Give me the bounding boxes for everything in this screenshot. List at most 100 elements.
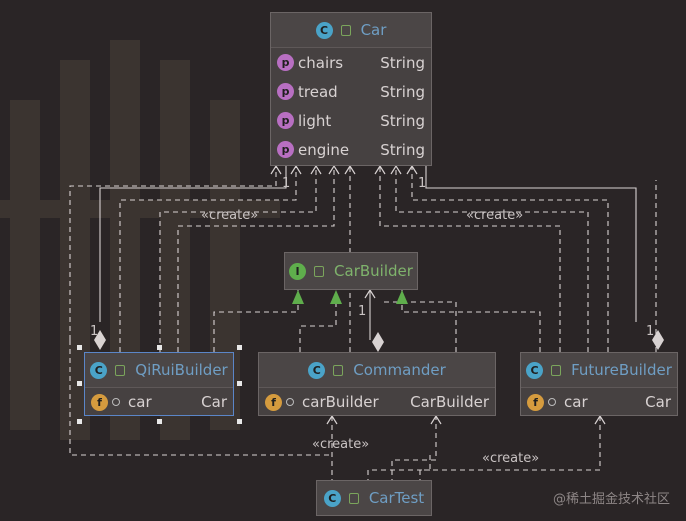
field-name: light xyxy=(298,111,332,130)
field-type: String xyxy=(380,53,425,72)
multiplicity-label: 1 xyxy=(418,176,427,191)
class-header: C QiRuiBuilder xyxy=(85,353,233,388)
field-icon: f xyxy=(265,393,282,411)
field-row: f car Car xyxy=(521,388,677,416)
arrowhead xyxy=(290,164,302,175)
realize-future xyxy=(401,290,541,352)
lock-icon xyxy=(333,364,344,376)
property-icon: p xyxy=(277,141,294,158)
interface-icon: I xyxy=(289,262,307,280)
arrowhead xyxy=(310,164,322,175)
selection-handle[interactable] xyxy=(237,381,242,386)
field-name: car xyxy=(128,393,152,411)
arrowhead xyxy=(328,164,340,175)
class-title: Commander xyxy=(353,361,446,379)
class-cartest[interactable]: C CarTest xyxy=(316,480,432,516)
class-title: CarTest xyxy=(368,489,425,507)
interface-header: I CarBuilder xyxy=(285,253,417,289)
class-header: C FutureBuilder xyxy=(521,353,677,388)
aggregation-diamond xyxy=(372,332,384,352)
class-title: Car xyxy=(360,21,387,39)
selection-handle[interactable] xyxy=(77,345,82,350)
dep-cartest-commander-2 xyxy=(391,416,437,484)
package-private-icon xyxy=(548,398,556,406)
field-name: chairs xyxy=(298,53,344,72)
realize-qirui xyxy=(213,290,299,352)
interface-carbuilder[interactable]: I CarBuilder xyxy=(284,252,418,290)
class-commander[interactable]: C Commander f carBuilder CarBuilder xyxy=(258,352,496,416)
field-name: engine xyxy=(298,140,350,159)
field-name: tread xyxy=(298,82,338,101)
arrowhead xyxy=(364,288,376,299)
field-type: String xyxy=(380,140,425,159)
class-qiruibuilder[interactable]: C QiRuiBuilder f car Car xyxy=(84,352,234,416)
field-row: f car Car xyxy=(85,388,233,416)
multiplicity-label: 1 xyxy=(358,304,367,319)
class-title: FutureBuilder xyxy=(571,361,672,379)
dep-future-car-3 xyxy=(379,166,561,352)
class-icon: C xyxy=(308,361,326,379)
arrowhead xyxy=(594,414,606,425)
class-futurebuilder[interactable]: C FutureBuilder f car Car xyxy=(520,352,678,416)
watermark: @稀土掘金技术社区 xyxy=(552,492,670,507)
create-label: «create» xyxy=(482,451,540,466)
package-private-icon xyxy=(286,398,294,406)
field-name: car xyxy=(564,393,588,411)
arrowhead xyxy=(326,414,338,425)
multiplicity-label: 1 xyxy=(282,176,291,191)
lock-icon xyxy=(551,364,562,376)
property-icon: p xyxy=(277,112,294,129)
realization-arrow xyxy=(330,290,342,304)
arrowhead xyxy=(374,164,386,175)
multiplicity-label: 1 xyxy=(646,324,655,339)
lock-icon xyxy=(314,265,325,277)
arrowhead xyxy=(390,164,402,175)
class-icon: C xyxy=(90,361,108,379)
selection-handle[interactable] xyxy=(77,419,82,424)
dep-qirui-car-3 xyxy=(177,166,335,352)
class-header: C Car xyxy=(271,13,431,48)
arrowhead xyxy=(406,164,418,175)
create-label: «create» xyxy=(466,208,524,223)
class-car[interactable]: C Car p chairs String p tread String p l… xyxy=(270,12,432,166)
edge-car-qirui xyxy=(99,166,287,322)
lock-icon xyxy=(115,364,126,376)
selection-handle[interactable] xyxy=(157,345,162,350)
field-type: String xyxy=(380,82,425,101)
field-row: p chairs String xyxy=(271,48,431,77)
selection-handle[interactable] xyxy=(77,381,82,386)
arrowhead xyxy=(430,414,442,425)
dep-cartest-car-left xyxy=(69,166,330,456)
interface-title: CarBuilder xyxy=(334,262,413,280)
field-type: CarBuilder xyxy=(410,393,489,411)
field-row: p tread String xyxy=(271,77,431,106)
realization-arrow xyxy=(396,290,408,304)
field-type: Car xyxy=(645,393,671,411)
create-label: «create» xyxy=(312,437,370,452)
dep-cartest-future xyxy=(419,416,601,484)
field-row: p engine String xyxy=(271,135,431,164)
dep-future-car-1 xyxy=(411,166,609,352)
selection-handle[interactable] xyxy=(157,419,162,424)
dep-qirui-car-1 xyxy=(119,166,297,352)
dep-future-car-2 xyxy=(395,166,589,352)
selection-handle[interactable] xyxy=(237,345,242,350)
selection-handle[interactable] xyxy=(237,419,242,424)
create-label: «create» xyxy=(201,208,259,223)
dep-qirui-car-2 xyxy=(159,166,317,352)
class-header: C Commander xyxy=(259,353,495,388)
lock-icon xyxy=(340,24,351,36)
aggregation-diamond xyxy=(94,330,106,350)
class-title: QiRuiBuilder xyxy=(135,361,228,379)
field-row: p light String xyxy=(271,106,431,135)
field-type: Car xyxy=(201,393,227,411)
field-name: carBuilder xyxy=(302,393,379,411)
dep-commander-extra xyxy=(380,301,457,352)
aggregation-diamond xyxy=(652,330,664,350)
field-type: String xyxy=(380,111,425,130)
arrowhead xyxy=(270,164,282,175)
lock-icon xyxy=(348,492,359,504)
field-icon: f xyxy=(527,393,544,411)
class-icon: C xyxy=(526,361,544,379)
property-icon: p xyxy=(277,83,294,100)
